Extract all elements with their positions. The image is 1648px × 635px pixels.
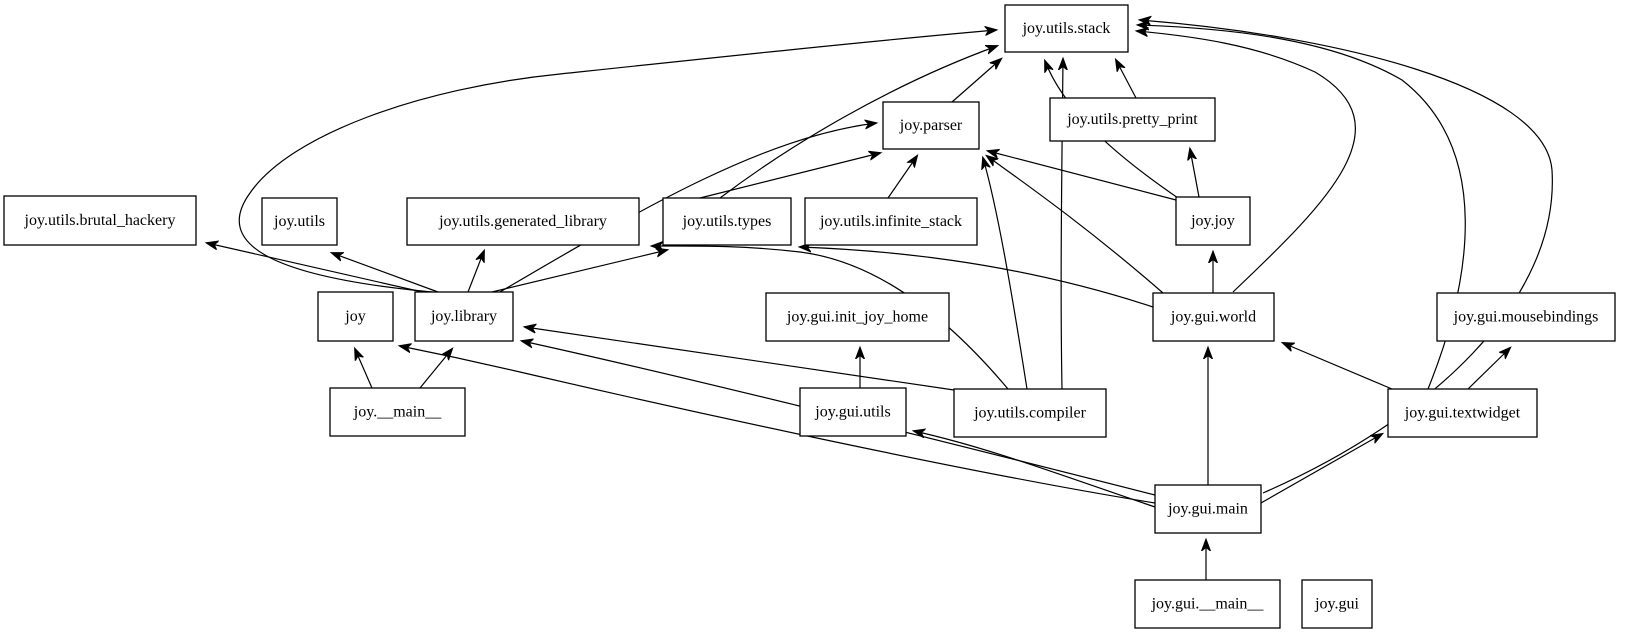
node-joy-joy: joy.joy bbox=[1175, 196, 1251, 246]
node-joy-gui-init_joy_home: joy.gui.init_joy_home bbox=[765, 292, 950, 342]
edge-joy-gui-main--joy-gui-utils bbox=[914, 431, 1156, 508]
node-box-joy-library bbox=[414, 291, 514, 342]
edge-joy-gui-world--joy-parser bbox=[987, 156, 1164, 294]
node-joy-gui-textwidget: joy.gui.textwidget bbox=[1387, 388, 1538, 438]
edge-joy-utils-types--joy-parser bbox=[699, 153, 880, 199]
edge-joy-library--joy-utils-stack bbox=[238, 30, 996, 294]
node-joy-gui-utils: joy.gui.utils bbox=[799, 387, 907, 437]
node-joy-utils-types: joy.utils.types bbox=[662, 197, 792, 246]
node-label-joy-utils-pretty_print: joy.utils.pretty_print bbox=[1066, 111, 1198, 128]
node-joy: joy bbox=[317, 291, 394, 342]
node-joy-main: joy.__main__ bbox=[329, 387, 466, 437]
node-box-joy-utils-stack bbox=[1004, 4, 1129, 53]
node-joy-utils-brutal_hackery: joy.utils.brutal_hackery bbox=[3, 195, 197, 246]
node-label-joy-utils-types: joy.utils.types bbox=[682, 213, 772, 230]
node-label-joy-utils-compiler: joy.utils.compiler bbox=[973, 405, 1087, 422]
node-label-joy-joy: joy.joy bbox=[1190, 213, 1235, 230]
node-joy-gui-main: joy.gui.main bbox=[1154, 484, 1262, 534]
edge-joy-gui-world--joy-utils-types bbox=[800, 247, 1154, 308]
edge-joy-main--joy-library bbox=[419, 349, 452, 389]
node-box-joy-utils-types bbox=[662, 197, 792, 246]
node-joy-utils-infinite_stack: joy.utils.infinite_stack bbox=[804, 197, 978, 246]
node-box-joy-gui-init_joy_home bbox=[765, 292, 950, 342]
edge-joy-gui-world--joy-utils-stack bbox=[1137, 31, 1357, 293]
node-box-joy-utils-generated_library bbox=[406, 197, 640, 246]
node-joy-parser: joy.parser bbox=[882, 101, 980, 150]
node-box-joy-utils-brutal_hackery bbox=[3, 195, 197, 246]
node-label-joy-gui-main: joy.gui.main bbox=[1167, 501, 1248, 518]
node-label-joy-utils-generated_library: joy.utils.generated_library bbox=[438, 213, 607, 230]
node-label-joy-parser: joy.parser bbox=[899, 117, 963, 134]
node-box-joy-utils-compiler bbox=[953, 388, 1107, 438]
edge-joy-library--joy-utils-types bbox=[491, 250, 667, 293]
node-label-joy-main: joy.__main__ bbox=[353, 404, 442, 421]
node-label-joy-library: joy.library bbox=[430, 308, 497, 325]
node-joy-utils-stack: joy.utils.stack bbox=[1004, 4, 1129, 53]
edge-joy-joy--joy-parser bbox=[988, 151, 1177, 201]
node-box-joy-main bbox=[329, 387, 466, 437]
edge-joy-utils-compiler--joy-parser bbox=[983, 158, 1028, 390]
edge-joy-utils-compiler--joy-utils-generated_library bbox=[652, 246, 1009, 390]
node-label-joy-gui: joy.gui bbox=[1314, 596, 1359, 613]
node-joy-utils: joy.utils bbox=[261, 197, 338, 246]
edge-joy-library--joy-utils-generated_library bbox=[467, 251, 484, 293]
node-label-joy: joy bbox=[344, 308, 365, 325]
edge-joy-utils-compiler--joy-library bbox=[525, 327, 955, 391]
edge-joy-gui-main--joy-gui-textwidget bbox=[1260, 434, 1382, 504]
node-box-joy-joy bbox=[1175, 196, 1251, 246]
edge-joy-joy--joy-utils-pretty_print bbox=[1190, 149, 1200, 198]
node-label-joy-utils: joy.utils bbox=[273, 213, 325, 230]
node-joy-gui-mousebindings: joy.gui.mousebindings bbox=[1436, 292, 1616, 342]
node-box-joy-gui-textwidget bbox=[1387, 388, 1538, 438]
node-box-joy-gui-world bbox=[1152, 292, 1275, 342]
node-box-joy-gui-mousebindings bbox=[1436, 292, 1616, 342]
edge-joy-utils-types--joy-utils-stack bbox=[719, 46, 997, 199]
node-joy-utils-pretty_print: joy.utils.pretty_print bbox=[1049, 97, 1216, 142]
node-box-joy-gui-main-module bbox=[1134, 579, 1281, 629]
node-joy-library: joy.library bbox=[414, 291, 514, 342]
edge-joy-utils-infinite_stack--joy-parser bbox=[887, 156, 917, 199]
edge-joy-utils-pretty_print--joy-utils-stack bbox=[1116, 60, 1137, 99]
node-box-joy-gui bbox=[1301, 579, 1373, 629]
edge-joy-parser--joy-utils-stack bbox=[951, 59, 1001, 103]
edge-joy-gui-textwidget--joy-gui-world bbox=[1283, 343, 1393, 390]
node-label-joy-utils-infinite_stack: joy.utils.infinite_stack bbox=[819, 213, 962, 230]
node-box-joy-gui-utils bbox=[799, 387, 907, 437]
node-joy-gui: joy.gui bbox=[1301, 579, 1373, 629]
node-label-joy-gui-mousebindings: joy.gui.mousebindings bbox=[1453, 309, 1599, 326]
node-box-joy-parser bbox=[882, 101, 980, 150]
node-box-joy-utils-pretty_print bbox=[1049, 97, 1216, 142]
node-label-joy-utils-brutal_hackery: joy.utils.brutal_hackery bbox=[24, 212, 176, 229]
edge-joy-gui-textwidget--joy-gui-mousebindings bbox=[1467, 348, 1510, 390]
edge-joy-gui-textwidget--joy-utils-stack bbox=[1138, 25, 1466, 390]
edge-joy-gui-main--joy bbox=[400, 346, 1156, 504]
node-box-joy-utils bbox=[261, 197, 338, 246]
node-label-joy-utils-stack: joy.utils.stack bbox=[1022, 20, 1111, 37]
edge-joy-library--joy-utils-brutal_hackery bbox=[207, 243, 441, 297]
node-label-joy-gui-world: joy.gui.world bbox=[1170, 309, 1256, 326]
node-label-joy-gui-textwidget: joy.gui.textwidget bbox=[1404, 405, 1521, 422]
node-joy-utils-compiler: joy.utils.compiler bbox=[953, 388, 1107, 438]
node-box-joy-utils-infinite_stack bbox=[804, 197, 978, 246]
node-joy-gui-world: joy.gui.world bbox=[1152, 292, 1275, 342]
node-joy-gui-main-module: joy.gui.__main__ bbox=[1134, 579, 1281, 629]
node-joy-utils-generated_library: joy.utils.generated_library bbox=[406, 197, 640, 246]
edge-joy-library--joy-utils bbox=[332, 253, 439, 293]
edge-joy-library--joy-parser bbox=[499, 123, 876, 293]
node-label-joy-gui-main-module: joy.gui.__main__ bbox=[1151, 596, 1265, 613]
node-label-joy-gui-utils: joy.gui.utils bbox=[814, 404, 890, 421]
nodes-layer: joy.utils.stack joy.parser joy.utils.prett… bbox=[3, 4, 1616, 629]
edge-joy-main--joy bbox=[355, 349, 373, 389]
node-box-joy bbox=[317, 291, 394, 342]
node-label-joy-gui-init_joy_home: joy.gui.init_joy_home bbox=[786, 309, 928, 326]
node-box-joy-gui-main bbox=[1154, 484, 1262, 534]
